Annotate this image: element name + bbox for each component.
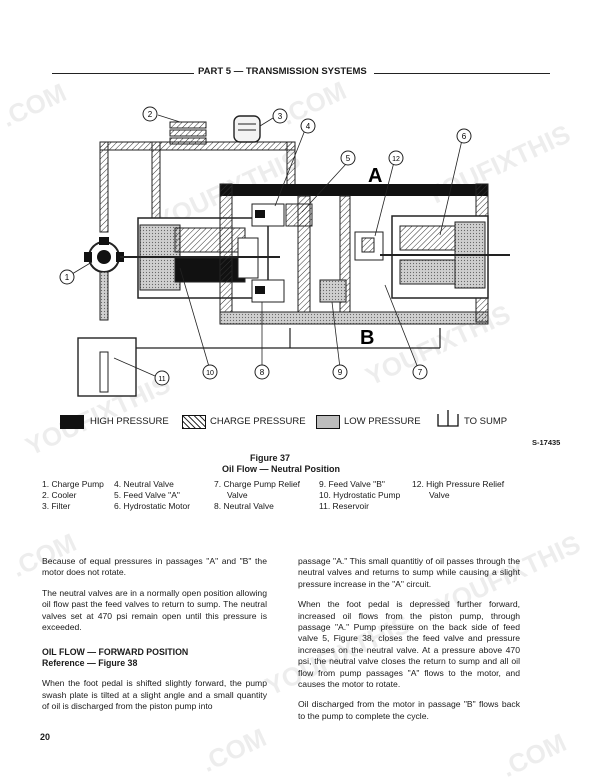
charge-pump-symbol: [84, 237, 124, 273]
section-title: PART 5 — TRANSMISSION SYSTEMS: [198, 66, 367, 77]
high-pressure-swatch: [60, 415, 84, 429]
passage-a-label: A: [368, 165, 382, 187]
section-reference: Reference — Figure 38: [42, 658, 138, 669]
callout-2: 2: [142, 106, 158, 122]
pressure-legend: HIGH PRESSURE CHARGE PRESSURE LOW PRESSU…: [60, 410, 560, 432]
svg-text:11: 11: [158, 376, 165, 383]
callout-leaders: [71, 114, 463, 377]
svg-text:4: 4: [306, 122, 311, 131]
svg-text:1: 1: [65, 273, 70, 282]
svg-text:9: 9: [338, 368, 343, 377]
callout-12: 12: [388, 150, 404, 166]
figure-number: Figure 37: [250, 453, 291, 463]
sump-icon: [437, 410, 459, 427]
paragraph: Oil discharged from the motor in passage…: [298, 699, 520, 721]
feed-valve-b: [319, 279, 347, 303]
svg-text:7: 7: [418, 368, 423, 377]
neutral-valve-4: [251, 203, 285, 227]
right-column: passage "A." This small quantitiy of oil…: [298, 556, 520, 731]
hydrostatic-pump: [120, 217, 280, 299]
to-sump-label: TO SUMP: [464, 416, 508, 427]
catalog-number: S-17435: [532, 438, 561, 447]
callout-4: 4: [300, 118, 316, 134]
page-number: 20: [40, 732, 51, 742]
paragraph: The neutral valves are in a normally ope…: [42, 587, 267, 633]
svg-text:3: 3: [278, 112, 283, 121]
relief-valve-12: [354, 231, 384, 261]
charge-pressure-swatch: [182, 415, 206, 429]
hydrostatic-motor: [380, 215, 510, 299]
reservoir-circuit: [77, 271, 441, 397]
callout-1: 1: [59, 269, 75, 285]
callout-8: 8: [254, 364, 270, 380]
svg-text:12: 12: [392, 156, 400, 163]
low-pressure-label: LOW PRESSURE: [344, 416, 421, 427]
svg-text:5: 5: [346, 154, 351, 163]
passage-b-label: B: [360, 327, 374, 349]
callout-7: 7: [412, 364, 428, 380]
callout-6: 6: [456, 128, 472, 144]
hydraulic-schematic: A B 2 3 4 5 12 6 1 10 8 9 7 11: [59, 106, 510, 397]
callout-9: 9: [332, 364, 348, 380]
high-pressure-label: HIGH PRESSURE: [90, 416, 169, 427]
section-header: PART 5 — TRANSMISSION SYSTEMS: [52, 66, 550, 80]
charge-pressure-label: CHARGE PRESSURE: [210, 416, 306, 427]
filter-symbol: [233, 115, 261, 143]
svg-text:2: 2: [148, 110, 153, 119]
callout-10: 10: [202, 364, 218, 380]
neutral-valve-8: [251, 279, 285, 303]
cooler-symbol: [169, 121, 207, 145]
paragraph: passage "A." This small quantitiy of oil…: [298, 556, 520, 589]
paragraph: Because of equal pressures in passages "…: [42, 556, 267, 578]
section-heading: OIL FLOW — FORWARD POSITION: [42, 647, 189, 658]
callout-11: 11: [154, 370, 170, 386]
svg-text:8: 8: [260, 368, 265, 377]
svg-text:6: 6: [462, 132, 467, 141]
watermark-com: .COM: [496, 727, 571, 783]
left-column: Because of equal pressures in passages "…: [42, 556, 267, 722]
watermark-com: .COM: [196, 722, 271, 778]
figure-title: Oil Flow — Neutral Position: [222, 464, 341, 474]
svg-text:10: 10: [206, 370, 214, 377]
paragraph: When the foot pedal is shifted slightly …: [42, 678, 267, 712]
low-pressure-swatch: [316, 415, 340, 429]
callout-5: 5: [340, 150, 356, 166]
feed-valve-a: [285, 203, 313, 227]
paragraph: When the foot pedal is depressed further…: [298, 599, 520, 690]
callout-3: 3: [272, 108, 288, 124]
